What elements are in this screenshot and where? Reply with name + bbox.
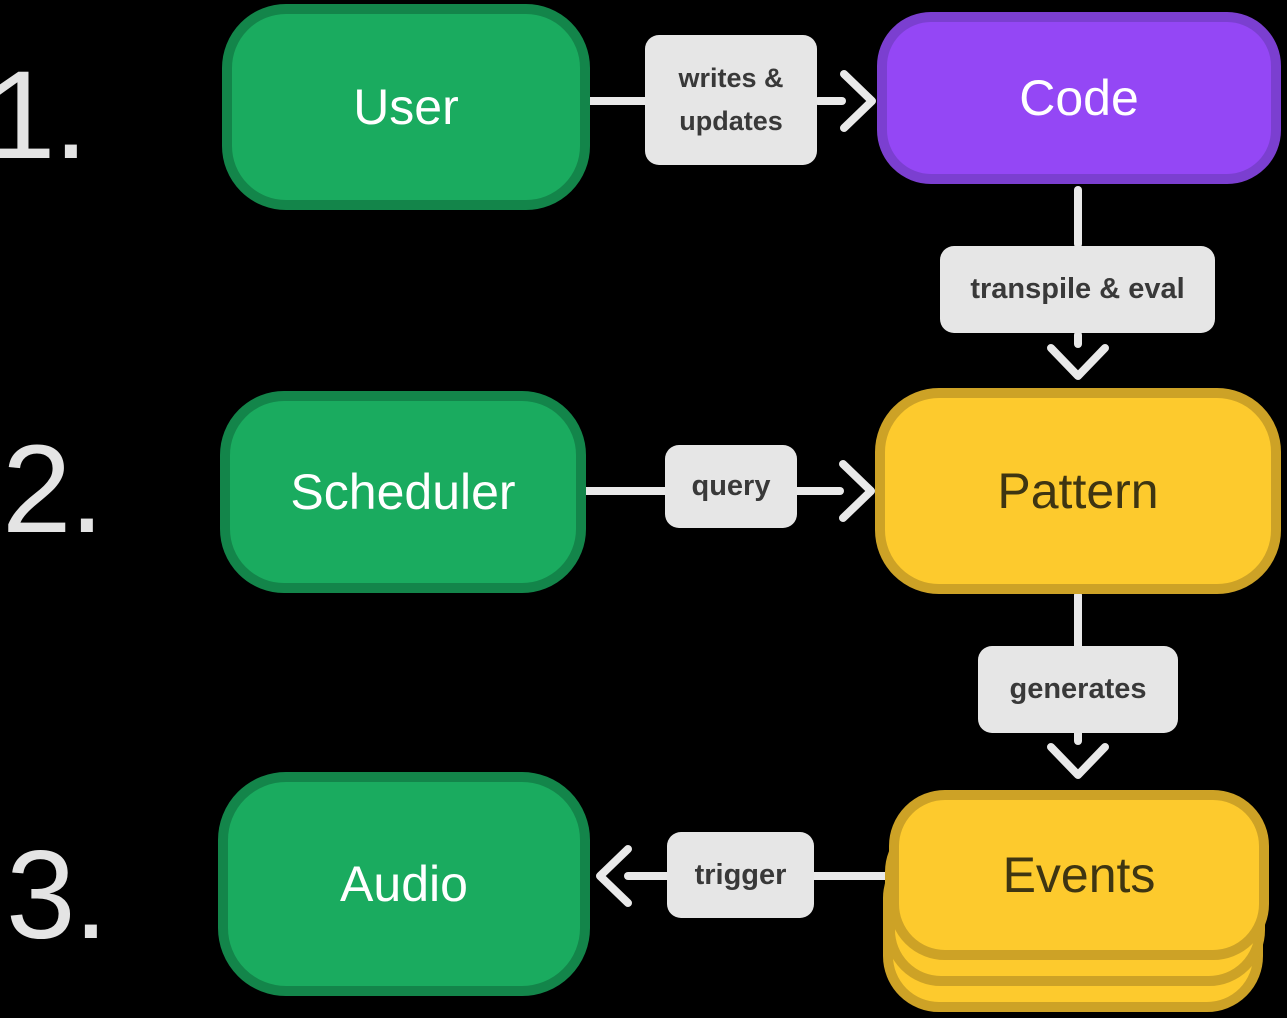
edge-label-writes-updates: writes & updates <box>645 35 817 165</box>
step-number-1: 1. <box>0 46 88 185</box>
node-scheduler: Scheduler <box>220 391 586 593</box>
node-user: User <box>222 4 590 210</box>
edge-label-text: generates <box>1009 673 1147 706</box>
edge-label-trigger: trigger <box>667 832 814 918</box>
node-pattern-label: Pattern <box>997 463 1159 519</box>
arrowhead-right-icon <box>839 460 875 522</box>
step-number-3: 3. <box>6 826 108 965</box>
node-audio: Audio <box>218 772 590 996</box>
arrow-user-to-code <box>586 70 876 132</box>
arrowhead-right-icon <box>840 70 876 132</box>
edge-label-transpile-eval: transpile & eval <box>940 246 1215 333</box>
node-code-label: Code <box>1019 70 1139 126</box>
edge-label-text: writes & updates <box>678 62 784 136</box>
node-user-label: User <box>353 79 459 135</box>
node-scheduler-label: Scheduler <box>290 464 516 520</box>
edge-label-query: query <box>665 445 797 528</box>
arrow-code-to-pattern <box>1047 186 1109 380</box>
edge-label-text: query <box>691 470 771 503</box>
edge-label-generates: generates <box>978 646 1178 733</box>
node-pattern: Pattern <box>875 388 1281 594</box>
edge-label-text: trigger <box>694 858 787 891</box>
arrowhead-down-icon <box>1047 743 1109 779</box>
edge-label-text: transpile & eval <box>970 273 1185 306</box>
arrow-scheduler-to-pattern <box>582 460 875 522</box>
step-number-2: 2. <box>2 420 104 559</box>
arrow-pattern-to-events <box>1047 591 1109 779</box>
arrow-events-to-audio <box>596 845 892 907</box>
node-audio-label: Audio <box>340 856 468 912</box>
node-events: Events <box>889 790 1269 960</box>
arrowhead-left-icon <box>596 845 632 907</box>
node-code: Code <box>877 12 1281 184</box>
node-events-label: Events <box>1002 847 1156 903</box>
arrowhead-down-icon <box>1047 344 1109 380</box>
